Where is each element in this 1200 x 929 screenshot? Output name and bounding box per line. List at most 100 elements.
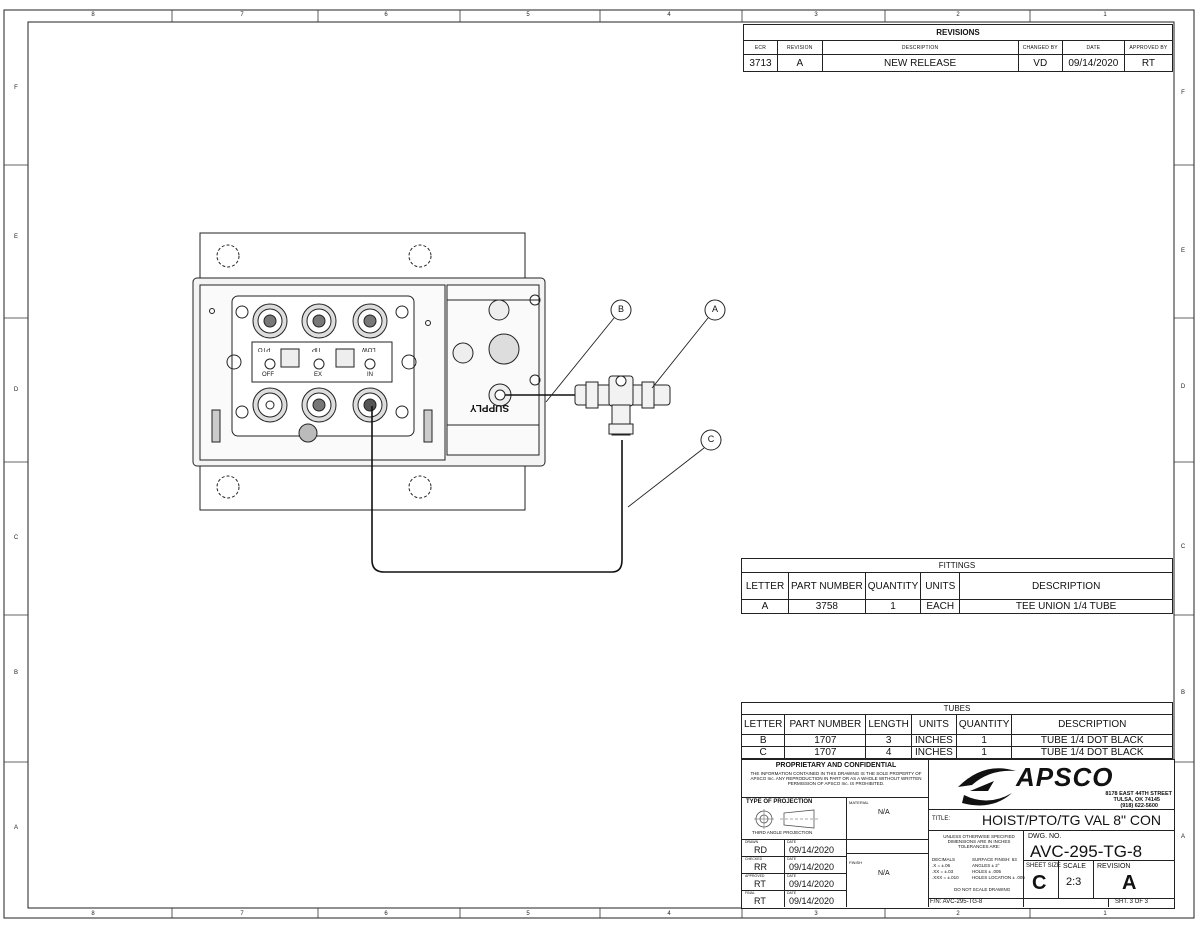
final-date: 09/14/2020 <box>789 896 835 906</box>
tolerance-xxx: .XXX = ±.010 <box>932 875 959 880</box>
fn-number: F/N: AVC-295-TG-8 <box>930 899 983 905</box>
tube-quantity: 1 <box>955 734 1013 747</box>
port-row-top <box>252 303 388 339</box>
checked-by: RR <box>754 862 767 872</box>
tube-description: TUBE 1/4 DOT BLACK <box>1011 734 1173 747</box>
holes-location: HOLES LOCATION ± .005 <box>972 875 1025 880</box>
tube-description: TUBE 1/4 DOT BLACK <box>1011 746 1173 759</box>
projection-symbol-icon <box>754 809 818 829</box>
zone-top-1: 1 <box>1103 12 1107 18</box>
valve-assembly-view <box>192 232 546 511</box>
fittings-header-letter: LETTER <box>741 572 789 600</box>
fitting-quantity: 1 <box>864 599 922 614</box>
zone-top-2: 2 <box>956 12 960 18</box>
zone-bottom-1: 1 <box>1103 911 1107 917</box>
rev-revision: A <box>776 54 823 72</box>
date-label: DATE <box>787 874 797 878</box>
fitting-units: EACH <box>920 599 961 614</box>
approved-date: 09/14/2020 <box>789 879 835 889</box>
rev-header-ecr: ECR <box>743 40 778 55</box>
tube-units: INCHES <box>910 734 957 747</box>
angles: ANGLES ± 2° <box>972 863 1000 868</box>
tube-part-number: 1707 <box>784 746 867 759</box>
tube-units: INCHES <box>910 746 957 759</box>
rev-header-date: DATE <box>1061 40 1125 55</box>
port-row-bottom <box>252 387 388 423</box>
balloon-b <box>610 299 632 321</box>
fittings-header-description: DESCRIPTION <box>959 572 1173 600</box>
zone-right-f: F <box>1181 90 1185 96</box>
checked-label: CHECKED <box>745 857 763 861</box>
tubes-header-quantity: QUANTITY <box>955 714 1013 735</box>
proprietary-title: PROPRIETARY AND CONFIDENTIAL <box>775 762 897 769</box>
title-label: TITLE: <box>932 816 951 822</box>
balloon-c <box>700 429 722 451</box>
valve-label-tip: TIP <box>312 346 322 352</box>
rev-ecr: 3713 <box>743 54 778 72</box>
zone-left-f: F <box>14 85 18 91</box>
date-label: DATE <box>787 891 797 895</box>
material-value: N/A <box>878 809 890 816</box>
zone-top-4: 4 <box>667 12 671 18</box>
mount-hole <box>216 244 240 268</box>
zone-left-b: B <box>13 670 18 676</box>
zone-top-5: 5 <box>526 12 530 18</box>
tee-fitting <box>574 375 671 436</box>
mount-hole <box>408 475 432 499</box>
drawn-by: RD <box>754 845 767 855</box>
fitting-part-number: 3758 <box>788 599 866 614</box>
rev-changed-by: VD <box>1017 54 1063 72</box>
tolerance-xx: .XX = ±.03 <box>932 869 954 874</box>
rev-header-approved-by: APPROVED BY <box>1123 40 1174 55</box>
tube-letter: B <box>740 734 786 747</box>
fittings-table: FITTINGS LETTER PART NUMBER QUANTITY UNI… <box>741 558 1173 614</box>
tubes-table: TUBES LETTER PART NUMBER LENGTH UNITS QU… <box>740 702 1173 759</box>
tube-c <box>371 406 623 573</box>
title-block: PROPRIETARY AND CONFIDENTIAL THE INFORMA… <box>741 759 1175 909</box>
zone-right-e: E <box>1180 248 1185 254</box>
decimals-label: DECIMALS <box>932 857 956 862</box>
table-row: C 1707 4 INCHES 1 TUBE 1/4 DOT BLACK <box>740 746 1173 759</box>
fittings-header-quantity: QUANTITY <box>864 572 922 600</box>
valve-label-in: IN <box>367 372 373 378</box>
tubes-title: TUBES <box>741 702 1173 715</box>
checked-date: 09/14/2020 <box>789 862 835 872</box>
scale-label: SCALE <box>1063 863 1086 870</box>
fittings-header-part-number: PART NUMBER <box>788 572 866 600</box>
mount-hole <box>216 475 240 499</box>
date-label: DATE <box>787 840 797 844</box>
rev-approved-by: RT <box>1123 54 1174 72</box>
approved-label: APPROVED <box>745 874 765 878</box>
scale: 2:3 <box>1066 876 1082 888</box>
tolerance-x: .X = ±.06 <box>932 863 951 868</box>
tubes-header-units: UNITS <box>910 714 957 735</box>
zone-right-c: C <box>1180 544 1186 550</box>
zone-bottom-8: 8 <box>91 911 95 917</box>
zone-top-7: 7 <box>240 12 244 18</box>
sheet-size: C <box>1032 872 1047 894</box>
sheet-size-label: SHEET SIZE <box>1026 863 1061 869</box>
zone-bottom-3: 3 <box>814 911 818 917</box>
fitting-letter: A <box>741 599 789 614</box>
tubes-header-description: DESCRIPTION <box>1011 714 1173 735</box>
rev-date: 09/14/2020 <box>1061 54 1125 72</box>
fitting-description: TEE UNION 1/4 TUBE <box>959 599 1173 614</box>
supply-label: SUPPLY <box>470 402 510 413</box>
apsco-logo-swoosh-icon <box>958 768 1016 806</box>
final-label: FINAL <box>745 891 755 895</box>
tube-part-number: 1707 <box>784 734 867 747</box>
outer-border <box>3 9 1195 919</box>
approved-by: RT <box>754 879 766 889</box>
table-row: A 3758 1 EACH TEE UNION 1/4 TUBE <box>741 599 1173 614</box>
date-label: DATE <box>787 857 797 861</box>
proprietary-text: THE INFORMATION CONTAINED IN THIS DRAWIN… <box>750 771 922 786</box>
tube-length: 3 <box>865 734 912 747</box>
zone-left-e: E <box>13 234 18 240</box>
inner-border <box>27 21 1175 909</box>
zone-bottom-2: 2 <box>956 911 960 917</box>
zone-top-6: 6 <box>384 12 388 18</box>
tubing <box>371 394 623 573</box>
revision: A <box>1122 872 1137 894</box>
